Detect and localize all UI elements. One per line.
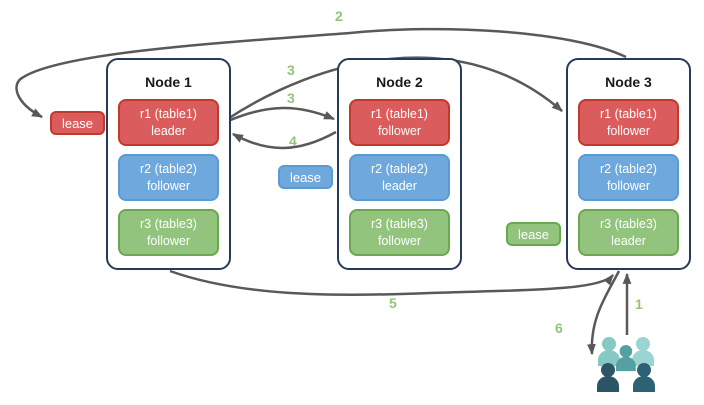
replica-role: leader	[382, 178, 417, 193]
replica-role: follower	[146, 233, 191, 248]
replica-role: follower	[377, 123, 422, 138]
step-label-3a: 3	[287, 62, 295, 78]
user-group-icon	[597, 337, 655, 392]
replica-range: r1 (table1)	[600, 106, 657, 121]
node-2: Node 2 r1 (table1) follower r2 (table2) …	[337, 58, 462, 270]
replica-role: follower	[606, 178, 651, 193]
replica-range: r1 (table1)	[371, 106, 428, 121]
lease-badge-r2: lease	[278, 165, 333, 189]
person-icon	[632, 337, 654, 366]
replica-range: r2 (table2)	[600, 161, 657, 176]
replica-r2-node2: r2 (table2) leader	[349, 154, 450, 201]
replica-role: follower	[606, 123, 651, 138]
node-title: Node 2	[376, 74, 423, 90]
step-label-6: 6	[555, 320, 563, 336]
person-icon	[598, 337, 620, 366]
lease-badge-r1: lease	[50, 111, 105, 135]
replica-range: r3 (table3)	[600, 216, 657, 231]
replica-r1-node3: r1 (table1) follower	[578, 99, 679, 146]
person-icon	[597, 363, 619, 392]
replica-r3-node1: r3 (table3) follower	[118, 209, 219, 256]
node-title: Node 3	[605, 74, 652, 90]
step-label-1: 1	[635, 296, 643, 312]
step-label-4: 4	[289, 133, 297, 149]
replica-r2-node1: r2 (table2) follower	[118, 154, 219, 201]
node-title: Node 1	[145, 74, 192, 90]
arrow-step-5	[169, 269, 614, 296]
replica-role: follower	[377, 233, 422, 248]
arrow-step-3-to-node2	[227, 106, 336, 123]
replica-range: r3 (table3)	[371, 216, 428, 231]
replica-range: r1 (table1)	[140, 106, 197, 121]
replica-r2-node3: r2 (table2) follower	[578, 154, 679, 201]
step-label-3b: 3	[287, 90, 295, 106]
step-label-2: 2	[335, 8, 343, 24]
replica-range: r2 (table2)	[140, 161, 197, 176]
replica-role: leader	[151, 123, 186, 138]
replica-r1-node2: r1 (table1) follower	[349, 99, 450, 146]
replica-r3-node2: r3 (table3) follower	[349, 209, 450, 256]
node-3: Node 3 r1 (table1) follower r2 (table2) …	[566, 58, 691, 270]
person-icon	[633, 363, 655, 392]
step-label-5: 5	[389, 295, 397, 311]
node-1: Node 1 r1 (table1) leader r2 (table2) fo…	[106, 58, 231, 270]
replica-range: r3 (table3)	[140, 216, 197, 231]
replica-role: follower	[146, 178, 191, 193]
replica-range: r2 (table2)	[371, 161, 428, 176]
arrow-step-4	[232, 130, 337, 150]
replica-r3-node3: r3 (table3) leader	[578, 209, 679, 256]
replica-r1-node1: r1 (table1) leader	[118, 99, 219, 146]
person-icon	[616, 345, 636, 372]
replica-role: leader	[611, 233, 646, 248]
lease-badge-r3: lease	[506, 222, 561, 246]
